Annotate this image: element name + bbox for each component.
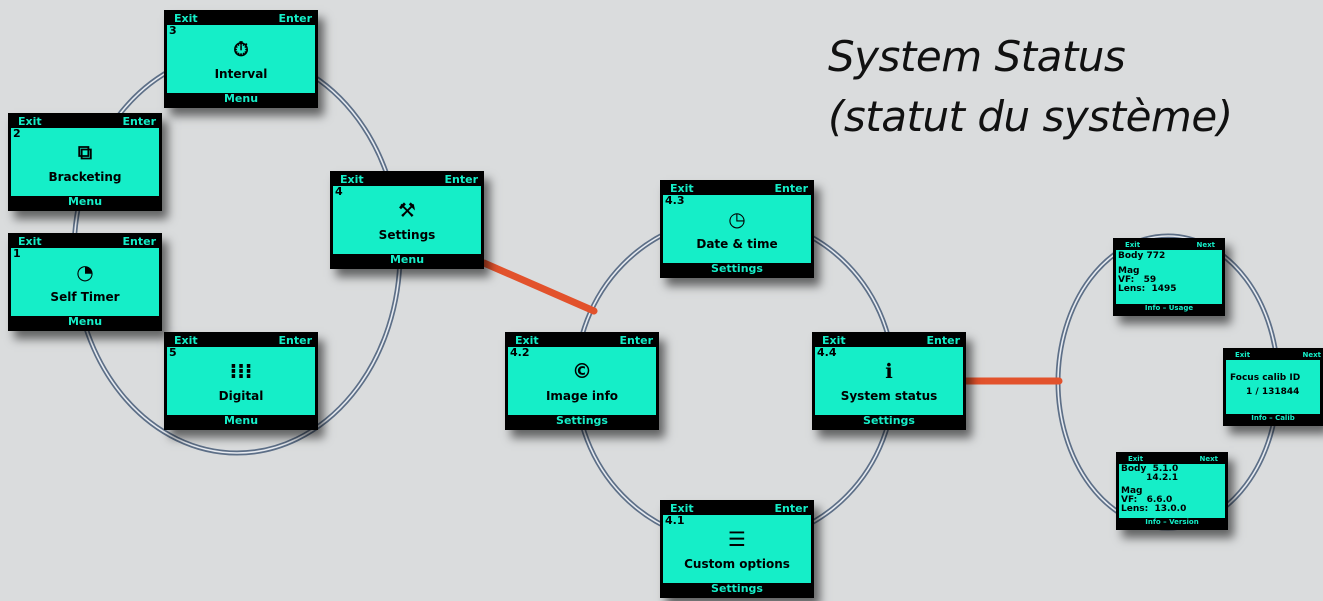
screen-footer: Menu bbox=[333, 254, 481, 266]
screen-header: Exit Next bbox=[1116, 241, 1222, 250]
screen-header: Exit Enter bbox=[11, 235, 159, 248]
screen-header: Exit Enter bbox=[815, 334, 963, 347]
screen-label: Bracketing bbox=[48, 170, 122, 184]
screen-header: Exit Enter bbox=[167, 334, 315, 347]
screen-number: 4.4 bbox=[817, 346, 837, 359]
exit-button[interactable]: Exit bbox=[670, 502, 694, 515]
screen-footer: Menu bbox=[167, 93, 315, 105]
screen-header: Exit Enter bbox=[663, 182, 811, 195]
screen-footer: Info – Version bbox=[1119, 518, 1225, 527]
screen-label: Digital bbox=[218, 389, 264, 403]
exit-button[interactable]: Exit bbox=[670, 182, 694, 195]
screen-label: System status bbox=[840, 389, 938, 403]
screen-footer: Menu bbox=[11, 316, 159, 328]
screen-info-version[interactable]: Exit Next Body 5.1.0 14.2.1 Mag VF: 6.6.0… bbox=[1116, 452, 1228, 530]
screen-number: 5 bbox=[169, 346, 177, 359]
settings-icon: ⚒ bbox=[398, 198, 416, 222]
body-count: Body 772 bbox=[1118, 251, 1166, 261]
screen-info-calib[interactable]: Exit Next Focus calib ID 1 / 131844 Info … bbox=[1223, 348, 1323, 426]
screen-bracketing[interactable]: Exit Enter 2 ⧉ Bracketing Menu bbox=[8, 113, 162, 211]
screen-header: Exit Enter bbox=[167, 12, 315, 25]
screen-number: 4.1 bbox=[665, 514, 685, 527]
page-title: System Status bbox=[828, 32, 1126, 81]
enter-button[interactable]: Enter bbox=[122, 115, 157, 128]
screen-footer: Menu bbox=[11, 196, 159, 208]
screen-label: Image info bbox=[545, 389, 619, 403]
screen-header: Exit Enter bbox=[663, 502, 811, 515]
exit-button[interactable]: Exit bbox=[515, 334, 539, 347]
exit-button[interactable]: Exit bbox=[18, 235, 42, 248]
enter-button[interactable]: Enter bbox=[444, 173, 479, 186]
screen-header: Exit Enter bbox=[508, 334, 656, 347]
screen-date-time[interactable]: Exit Enter 4.3 ◷ Date & time Settings bbox=[660, 180, 814, 278]
screen-header: Exit Next bbox=[1119, 455, 1225, 464]
screen-label: Self Timer bbox=[50, 290, 120, 304]
calib-label: Focus calib ID bbox=[1230, 373, 1301, 383]
exit-button[interactable]: Exit bbox=[174, 334, 198, 347]
info-icon: ℹ bbox=[885, 359, 893, 383]
self-timer-icon: ◔ bbox=[76, 260, 94, 284]
screen-footer: Settings bbox=[508, 415, 656, 427]
link-settings-to-submenu bbox=[480, 259, 598, 315]
screen-digital[interactable]: Exit Enter 5 ⁝⁝⁝ Digital Menu bbox=[164, 332, 318, 430]
mag-lens-version: Mag VF: 6.6.0 Lens: 13.0.0 bbox=[1121, 486, 1187, 514]
enter-button[interactable]: Enter bbox=[774, 182, 809, 195]
exit-button[interactable]: Exit bbox=[174, 12, 198, 25]
sliders-icon: ☰ bbox=[728, 527, 746, 551]
screen-number: 2 bbox=[13, 127, 21, 140]
screen-number: 1 bbox=[13, 247, 21, 260]
exit-button[interactable]: Exit bbox=[1235, 351, 1251, 359]
calib-id: 1 / 131844 bbox=[1246, 387, 1300, 397]
enter-button[interactable]: Enter bbox=[278, 12, 313, 25]
exit-button[interactable]: Exit bbox=[340, 173, 364, 186]
screen-number: 3 bbox=[169, 24, 177, 37]
screen-footer: Menu bbox=[167, 415, 315, 427]
screen-number: 4.3 bbox=[665, 194, 685, 207]
screen-footer: Info – Usage bbox=[1116, 304, 1222, 313]
screen-footer: Info – Calib bbox=[1226, 414, 1320, 423]
screen-number: 4.2 bbox=[510, 346, 530, 359]
next-button[interactable]: Next bbox=[1196, 241, 1215, 249]
enter-button[interactable]: Enter bbox=[278, 334, 313, 347]
screen-label: Interval bbox=[214, 67, 268, 81]
enter-button[interactable]: Enter bbox=[619, 334, 654, 347]
enter-button[interactable]: Enter bbox=[774, 502, 809, 515]
interval-icon: ⏱ bbox=[233, 37, 249, 61]
page-subtitle: (statut du système) bbox=[828, 92, 1233, 141]
enter-button[interactable]: Enter bbox=[926, 334, 961, 347]
screen-header: Exit Enter bbox=[11, 115, 159, 128]
next-button[interactable]: Next bbox=[1302, 351, 1321, 359]
screen-header: Exit Next bbox=[1226, 351, 1321, 360]
screen-footer: Settings bbox=[815, 415, 963, 427]
exit-button[interactable]: Exit bbox=[18, 115, 42, 128]
screen-footer: Settings bbox=[663, 263, 811, 275]
clock-icon: ◷ bbox=[728, 207, 746, 231]
screen-number: 4 bbox=[335, 185, 343, 198]
exit-button[interactable]: Exit bbox=[822, 334, 846, 347]
screen-system-status[interactable]: Exit Enter 4.4 ℹ System status Settings bbox=[812, 332, 966, 430]
digital-icon: ⁝⁝⁝ bbox=[229, 359, 253, 383]
screen-header: Exit Enter bbox=[333, 173, 481, 186]
screen-label: Settings bbox=[378, 228, 436, 242]
next-button[interactable]: Next bbox=[1199, 455, 1218, 463]
exit-button[interactable]: Exit bbox=[1125, 241, 1141, 249]
screen-interval[interactable]: Exit Enter 3 ⏱ Interval Menu bbox=[164, 10, 318, 108]
screen-label: Custom options bbox=[684, 557, 790, 571]
copyright-icon: © bbox=[572, 359, 592, 383]
screen-footer: Settings bbox=[663, 583, 811, 595]
screen-self-timer[interactable]: Exit Enter 1 ◔ Self Timer Menu bbox=[8, 233, 162, 331]
body-version: Body 5.1.0 14.2.1 bbox=[1121, 464, 1179, 483]
exit-button[interactable]: Exit bbox=[1128, 455, 1144, 463]
screen-label: Date & time bbox=[696, 237, 778, 251]
screen-settings[interactable]: Exit Enter 4 ⚒ Settings Menu bbox=[330, 171, 484, 269]
enter-button[interactable]: Enter bbox=[122, 235, 157, 248]
screen-image-info[interactable]: Exit Enter 4.2 © Image info Settings bbox=[505, 332, 659, 430]
bracketing-icon: ⧉ bbox=[77, 140, 93, 164]
screen-custom-options[interactable]: Exit Enter 4.1 ☰ Custom options Settings bbox=[660, 500, 814, 598]
mag-lens-count: Mag VF: 59 Lens: 1495 bbox=[1118, 266, 1177, 294]
